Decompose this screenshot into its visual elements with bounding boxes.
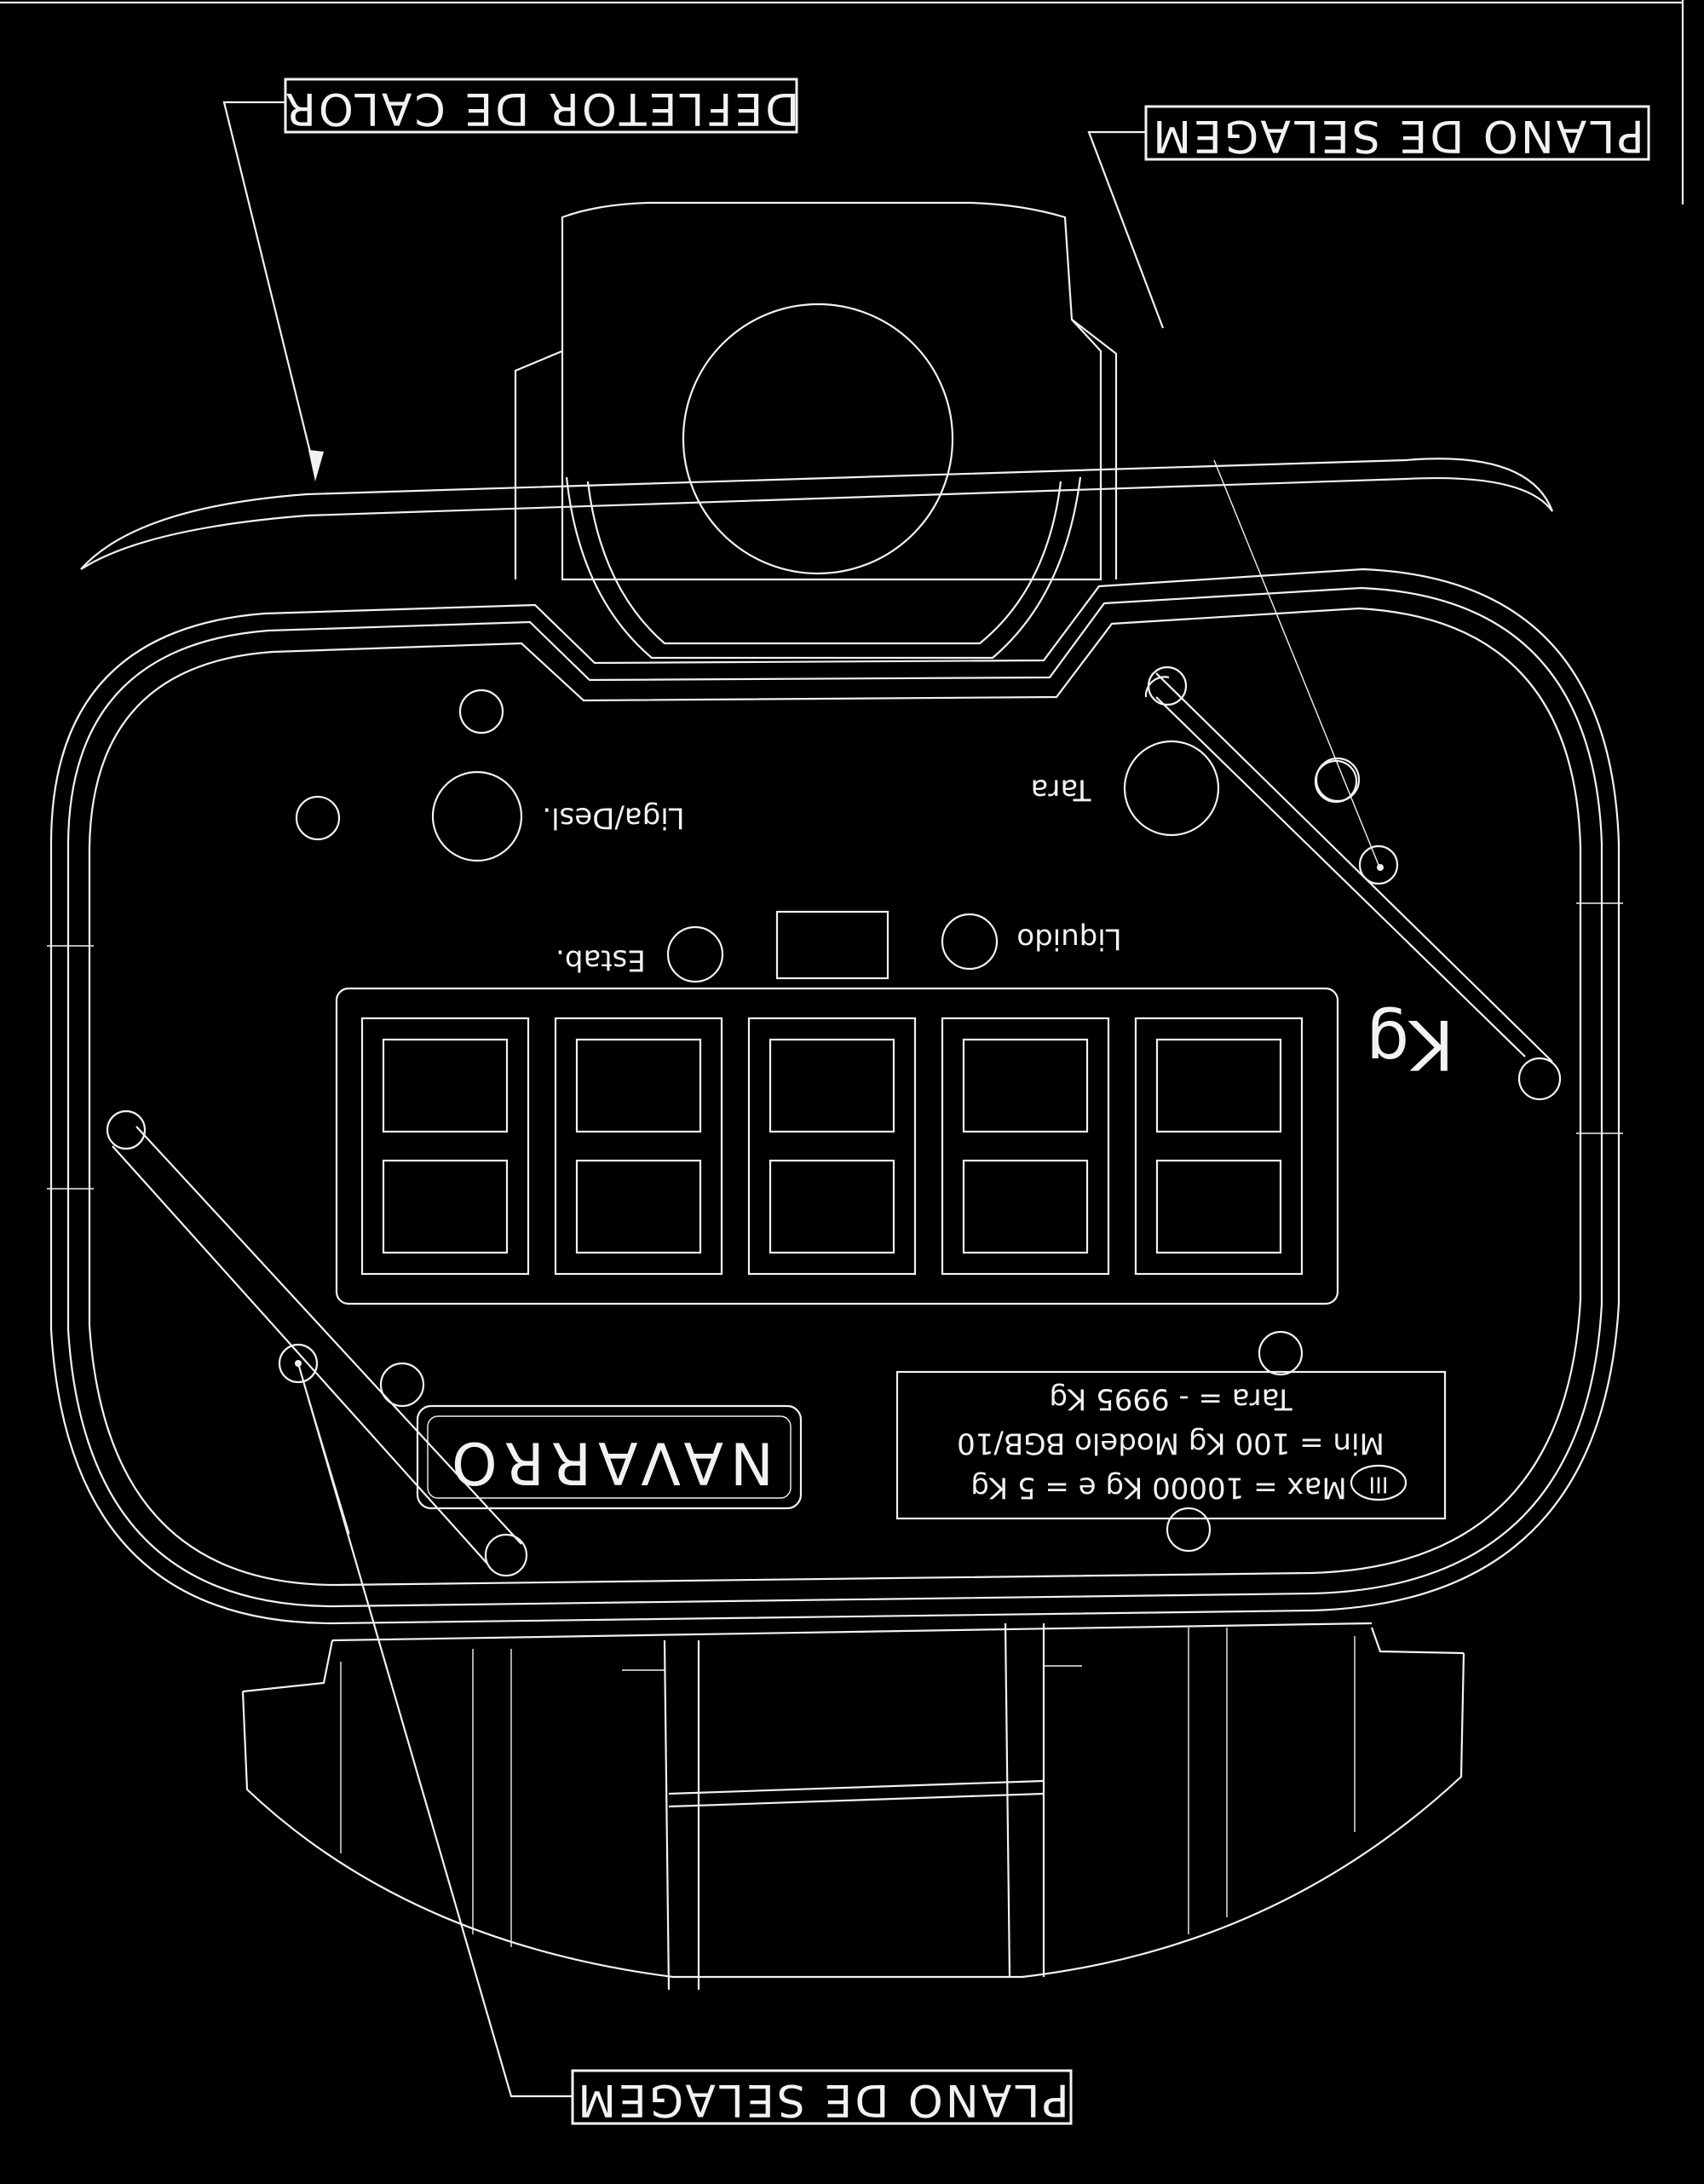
display-digit-5 [1134,1017,1304,1276]
spec-max-division: Max = 10000 Kg e = 5 Kg [970,1471,1346,1505]
accuracy-class-symbol: III [1368,1472,1388,1497]
tare-label: Tara [1031,773,1092,807]
small-hole-left [295,795,341,841]
brand-plate: NAVARRO [416,1404,803,1510]
stable-label-group: Estab. [556,943,646,977]
unit-label: Kg [1366,1005,1454,1084]
tare-button [1123,740,1220,837]
tare-label-group: Tara [1031,773,1092,807]
panel-holes [295,689,1361,1553]
stable-indicator-led [666,925,724,983]
seal-rod-left [106,1109,528,1577]
net-label-group: Liquido [1016,922,1121,956]
heat-deflector-plate [80,458,1554,570]
sealing-plane-top-label: PLANO DE SELAGEM [1150,110,1644,161]
main-housing [47,568,1623,1625]
seal-point-left [278,1343,319,1384]
unit-label-group: Kg [1366,1005,1454,1084]
brand-name: NAVARRO [445,1428,774,1495]
net-label: Liquido [1016,922,1121,956]
stable-label: Estab. [556,943,646,977]
on-off-button [431,770,523,862]
small-hole-bottom-left [379,1362,425,1408]
net-indicator-led [941,913,999,971]
display-digit-2 [554,1017,723,1276]
hook-bore-circle [682,303,954,575]
callout-sealing-plane-top: PLANO DE SELAGEM [1087,105,1650,866]
accuracy-class-badge: III [1350,1464,1408,1501]
small-hole-bottom-right-2 [1166,1507,1212,1553]
bottom-shackle-body [241,1622,1465,1991]
display-digit-1 [360,1017,530,1276]
callout-heat-deflector: DEFLETOR DE CALOR [222,78,799,481]
callout-sealing-plane-bottom: PLANO DE SELAGEM [296,1363,1073,2125]
spec-plate: Tara = - 9995 Kg Min = 100 Kg Modelo BGB… [895,1370,1447,1520]
center-indicator-window [775,910,889,980]
on-off-label-group: Liga/Desl. [542,801,684,835]
small-hole-bottom-right-1 [1258,1330,1304,1376]
spec-lines: Tara = - 9995 Kg Min = 100 Kg Modelo BGB… [957,1382,1384,1505]
top-hook-housing [514,201,1118,660]
heat-deflector-label: DEFLETOR DE CALOR [283,83,799,134]
display-digits [360,1017,1304,1276]
weight-display [335,987,1339,1305]
display-digit-3 [747,1017,917,1276]
small-hole-top-left [458,689,504,735]
display-digit-4 [941,1017,1110,1276]
seal-rod-right [1144,666,1562,1101]
sealing-plane-bottom-label: PLANO DE SELAGEM [575,2074,1069,2125]
spec-tare: Tara = - 9995 Kg [1049,1382,1292,1416]
seal-point-right [1358,844,1399,885]
spec-min-model: Min = 100 Kg Modelo BGB/10 [957,1426,1384,1461]
on-off-label: Liga/Desl. [542,801,684,835]
display-window [335,987,1339,1305]
